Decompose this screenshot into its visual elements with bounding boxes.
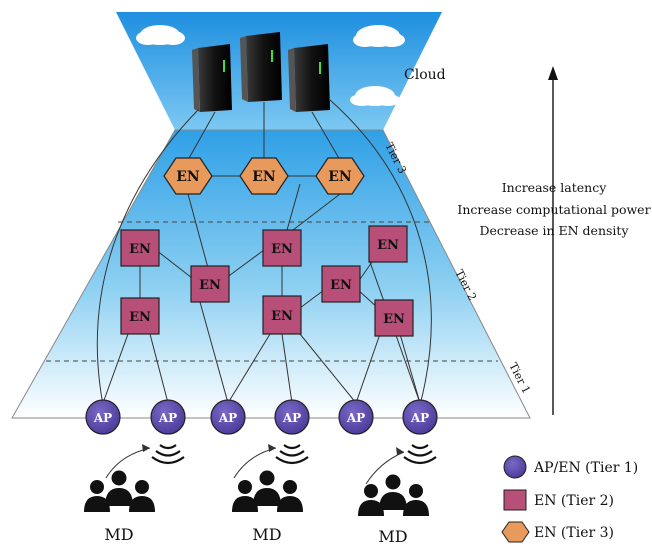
users-group-icon	[84, 470, 155, 512]
trend-line-latency: Increase latency	[502, 180, 608, 195]
wireless-signal-icon	[275, 444, 309, 465]
trend-text: Increase latency Increase computational …	[457, 180, 650, 238]
users-group-icon	[358, 474, 429, 516]
server-rack-icon	[192, 44, 232, 112]
en-tier3-node: EN	[315, 157, 365, 195]
en-tier2-node: EN	[321, 265, 361, 303]
en-tier2-node: EN	[190, 265, 230, 303]
legend-square-icon	[503, 489, 527, 511]
server-rack-icon	[288, 44, 330, 112]
en-tier3-node: EN	[163, 157, 213, 195]
cloud-puff-icon	[353, 25, 405, 47]
legend-label-en3: EN (Tier 3)	[534, 525, 614, 541]
svg-text:AP: AP	[410, 411, 429, 425]
cloud-puff-icon	[350, 86, 400, 106]
svg-text:AP: AP	[346, 411, 365, 425]
en-tier2-node: EN	[262, 295, 302, 335]
cloud-puff-icon	[136, 25, 185, 45]
svg-text:EN: EN	[377, 238, 399, 253]
en-tier2-node: EN	[374, 299, 414, 337]
legend: AP/EN (Tier 1) EN (Tier 2) EN (Tier 3)	[501, 455, 638, 543]
ap-node: AP	[338, 399, 374, 435]
legend-hexagon-icon	[501, 521, 530, 543]
legend-label-en2: EN (Tier 2)	[534, 493, 614, 509]
edge-region	[11, 129, 531, 419]
svg-text:EN: EN	[129, 310, 151, 325]
svg-text:EN: EN	[330, 278, 352, 293]
en-tier3-node: EN	[239, 157, 289, 195]
svg-text:EN: EN	[129, 242, 151, 257]
ap-node: AP	[274, 399, 310, 435]
ap-node: AP	[210, 399, 246, 435]
ap-node: AP	[85, 399, 121, 435]
wireless-signal-icon	[151, 444, 185, 465]
arrowheads	[142, 444, 404, 455]
legend-item-ap: AP/EN (Tier 1)	[503, 455, 638, 479]
cloud-label: Cloud	[404, 67, 446, 83]
svg-text:EN: EN	[383, 312, 405, 327]
svg-text:EN: EN	[271, 242, 293, 257]
en-tier2-node: EN	[262, 229, 302, 267]
trend-line-power: Increase computational power	[457, 202, 650, 217]
server-rack-icon	[240, 32, 282, 102]
en-tier2-node: EN	[120, 297, 160, 335]
svg-text:AP: AP	[158, 411, 177, 425]
svg-text:EN: EN	[271, 309, 293, 324]
en-tier2-node: EN	[120, 229, 160, 267]
md-label: MD	[252, 525, 281, 544]
legend-item-en3: EN (Tier 3)	[501, 521, 614, 543]
svg-text:EN: EN	[328, 169, 352, 185]
legend-circle-icon	[503, 455, 527, 479]
users-group-icon	[232, 470, 303, 512]
ap-node: AP	[402, 399, 438, 435]
wireless-signal-icon	[403, 444, 437, 465]
en-tier2-node: EN	[368, 225, 408, 263]
legend-item-en2: EN (Tier 2)	[503, 489, 614, 511]
svg-text:EN: EN	[199, 278, 221, 293]
md-label: MD	[378, 527, 407, 544]
trend-arrowhead-icon	[548, 66, 558, 80]
svg-text:EN: EN	[252, 169, 276, 185]
legend-label-ap: AP/EN (Tier 1)	[533, 460, 638, 476]
ap-node: AP	[150, 399, 186, 435]
trend-line-density: Decrease in EN density	[479, 223, 629, 238]
svg-text:EN: EN	[176, 169, 200, 185]
uplink-arrows	[105, 447, 405, 485]
svg-text:AP: AP	[282, 411, 301, 425]
md-label: MD	[104, 525, 133, 544]
svg-text:AP: AP	[93, 411, 112, 425]
svg-text:AP: AP	[218, 411, 237, 425]
